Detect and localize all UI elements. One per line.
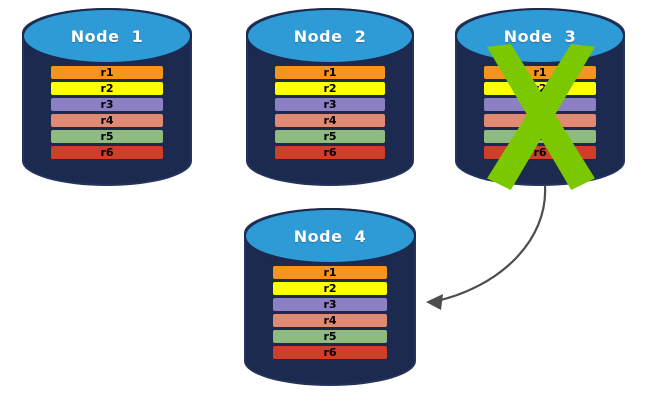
data-row-r5[interactable]: r5 [484,130,596,143]
row-label: r5 [323,330,337,343]
row-label: r2 [323,82,337,95]
row-label: r2 [100,82,114,95]
data-row-r3[interactable]: r3 [273,298,387,311]
row-label: r1 [323,266,337,279]
data-row-r2[interactable]: r2 [275,82,385,95]
data-row-r5[interactable]: r5 [51,130,163,143]
row-list: r1 r2 r3 r4 r5 r6 [275,66,385,159]
row-label: r3 [323,298,337,311]
data-row-r4[interactable]: r4 [275,114,385,127]
data-row-r3[interactable]: r3 [275,98,385,111]
row-label: r6 [100,146,114,159]
row-label: r6 [323,346,337,359]
node-label: Node 2 [293,26,367,46]
node-cylinder-node3[interactable]: Node 3 r1 r2 r3 r4 r5 r6 [455,8,625,186]
row-label: r2 [323,282,337,295]
data-row-r6[interactable]: r6 [273,346,387,359]
row-label: r1 [323,66,337,79]
row-label: r6 [533,146,547,159]
data-row-r2[interactable]: r2 [273,282,387,295]
data-row-r6[interactable]: r6 [51,146,163,159]
data-row-r1[interactable]: r1 [275,66,385,79]
node-cylinder-node2[interactable]: Node 2 r1 r2 r3 r4 r5 r6 [246,8,414,186]
node-label: Node 3 [503,26,577,46]
row-label: r4 [533,114,547,127]
data-row-r3[interactable]: r3 [51,98,163,111]
data-row-r3[interactable]: r3 [484,98,596,111]
data-row-r1[interactable]: r1 [484,66,596,79]
node-cylinder-node1[interactable]: Node 1 r1 r2 r3 r4 r5 r6 [22,8,192,186]
data-row-r5[interactable]: r5 [273,330,387,343]
data-row-r2[interactable]: r2 [484,82,596,95]
row-list: r1 r2 r3 r4 r5 r6 [51,66,163,159]
row-label: r4 [323,114,337,127]
data-row-r6[interactable]: r6 [484,146,596,159]
row-label: r5 [100,130,114,143]
cylinder-top-ellipse: Node 4 [244,208,416,264]
row-label: r1 [100,66,114,79]
data-row-r6[interactable]: r6 [275,146,385,159]
row-label: r3 [533,98,547,111]
node-cylinder-node4[interactable]: Node 4 r1 r2 r3 r4 r5 r6 [244,208,416,386]
data-row-r4[interactable]: r4 [273,314,387,327]
data-row-r4[interactable]: r4 [484,114,596,127]
row-label: r3 [323,98,337,111]
row-list: r1 r2 r3 r4 r5 r6 [484,66,596,159]
cylinder-top-ellipse: Node 1 [22,8,192,64]
data-row-r1[interactable]: r1 [273,266,387,279]
row-label: r5 [323,130,337,143]
row-label: r5 [533,130,547,143]
row-label: r3 [100,98,114,111]
data-row-r5[interactable]: r5 [275,130,385,143]
node-label: Node 1 [70,26,144,46]
data-row-r4[interactable]: r4 [51,114,163,127]
row-list: r1 r2 r3 r4 r5 r6 [273,266,387,359]
row-label: r1 [533,66,547,79]
data-row-r2[interactable]: r2 [51,82,163,95]
cylinder-top-ellipse: Node 2 [246,8,414,64]
row-label: r4 [100,114,114,127]
row-label: r2 [533,82,547,95]
row-label: r6 [323,146,337,159]
data-row-r1[interactable]: r1 [51,66,163,79]
node-label: Node 4 [293,226,367,246]
cylinder-top-ellipse: Node 3 [455,8,625,64]
row-label: r4 [323,314,337,327]
